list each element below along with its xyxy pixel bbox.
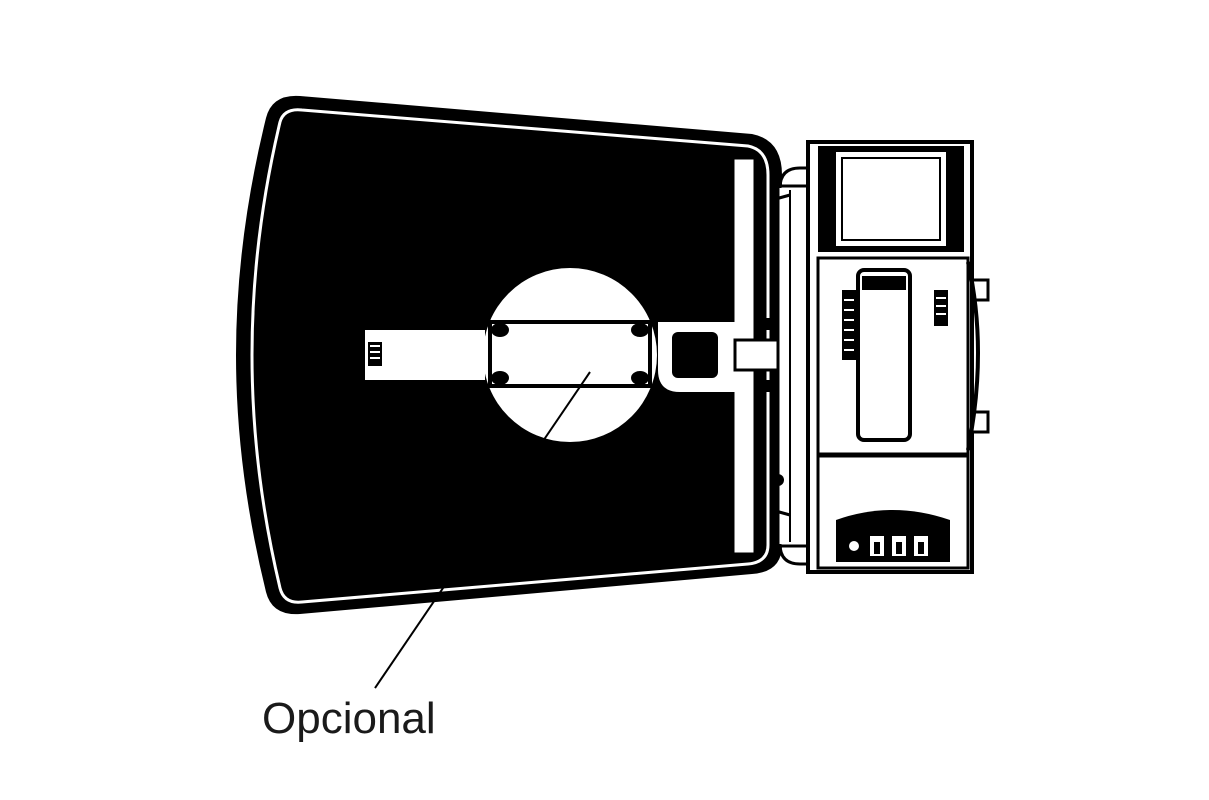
hinge-column	[771, 166, 810, 566]
optional-mount-bracket	[365, 268, 817, 442]
callout-label: Opcional	[262, 694, 436, 743]
lamp-housing	[806, 140, 990, 574]
callout-leader-line	[374, 371, 591, 689]
